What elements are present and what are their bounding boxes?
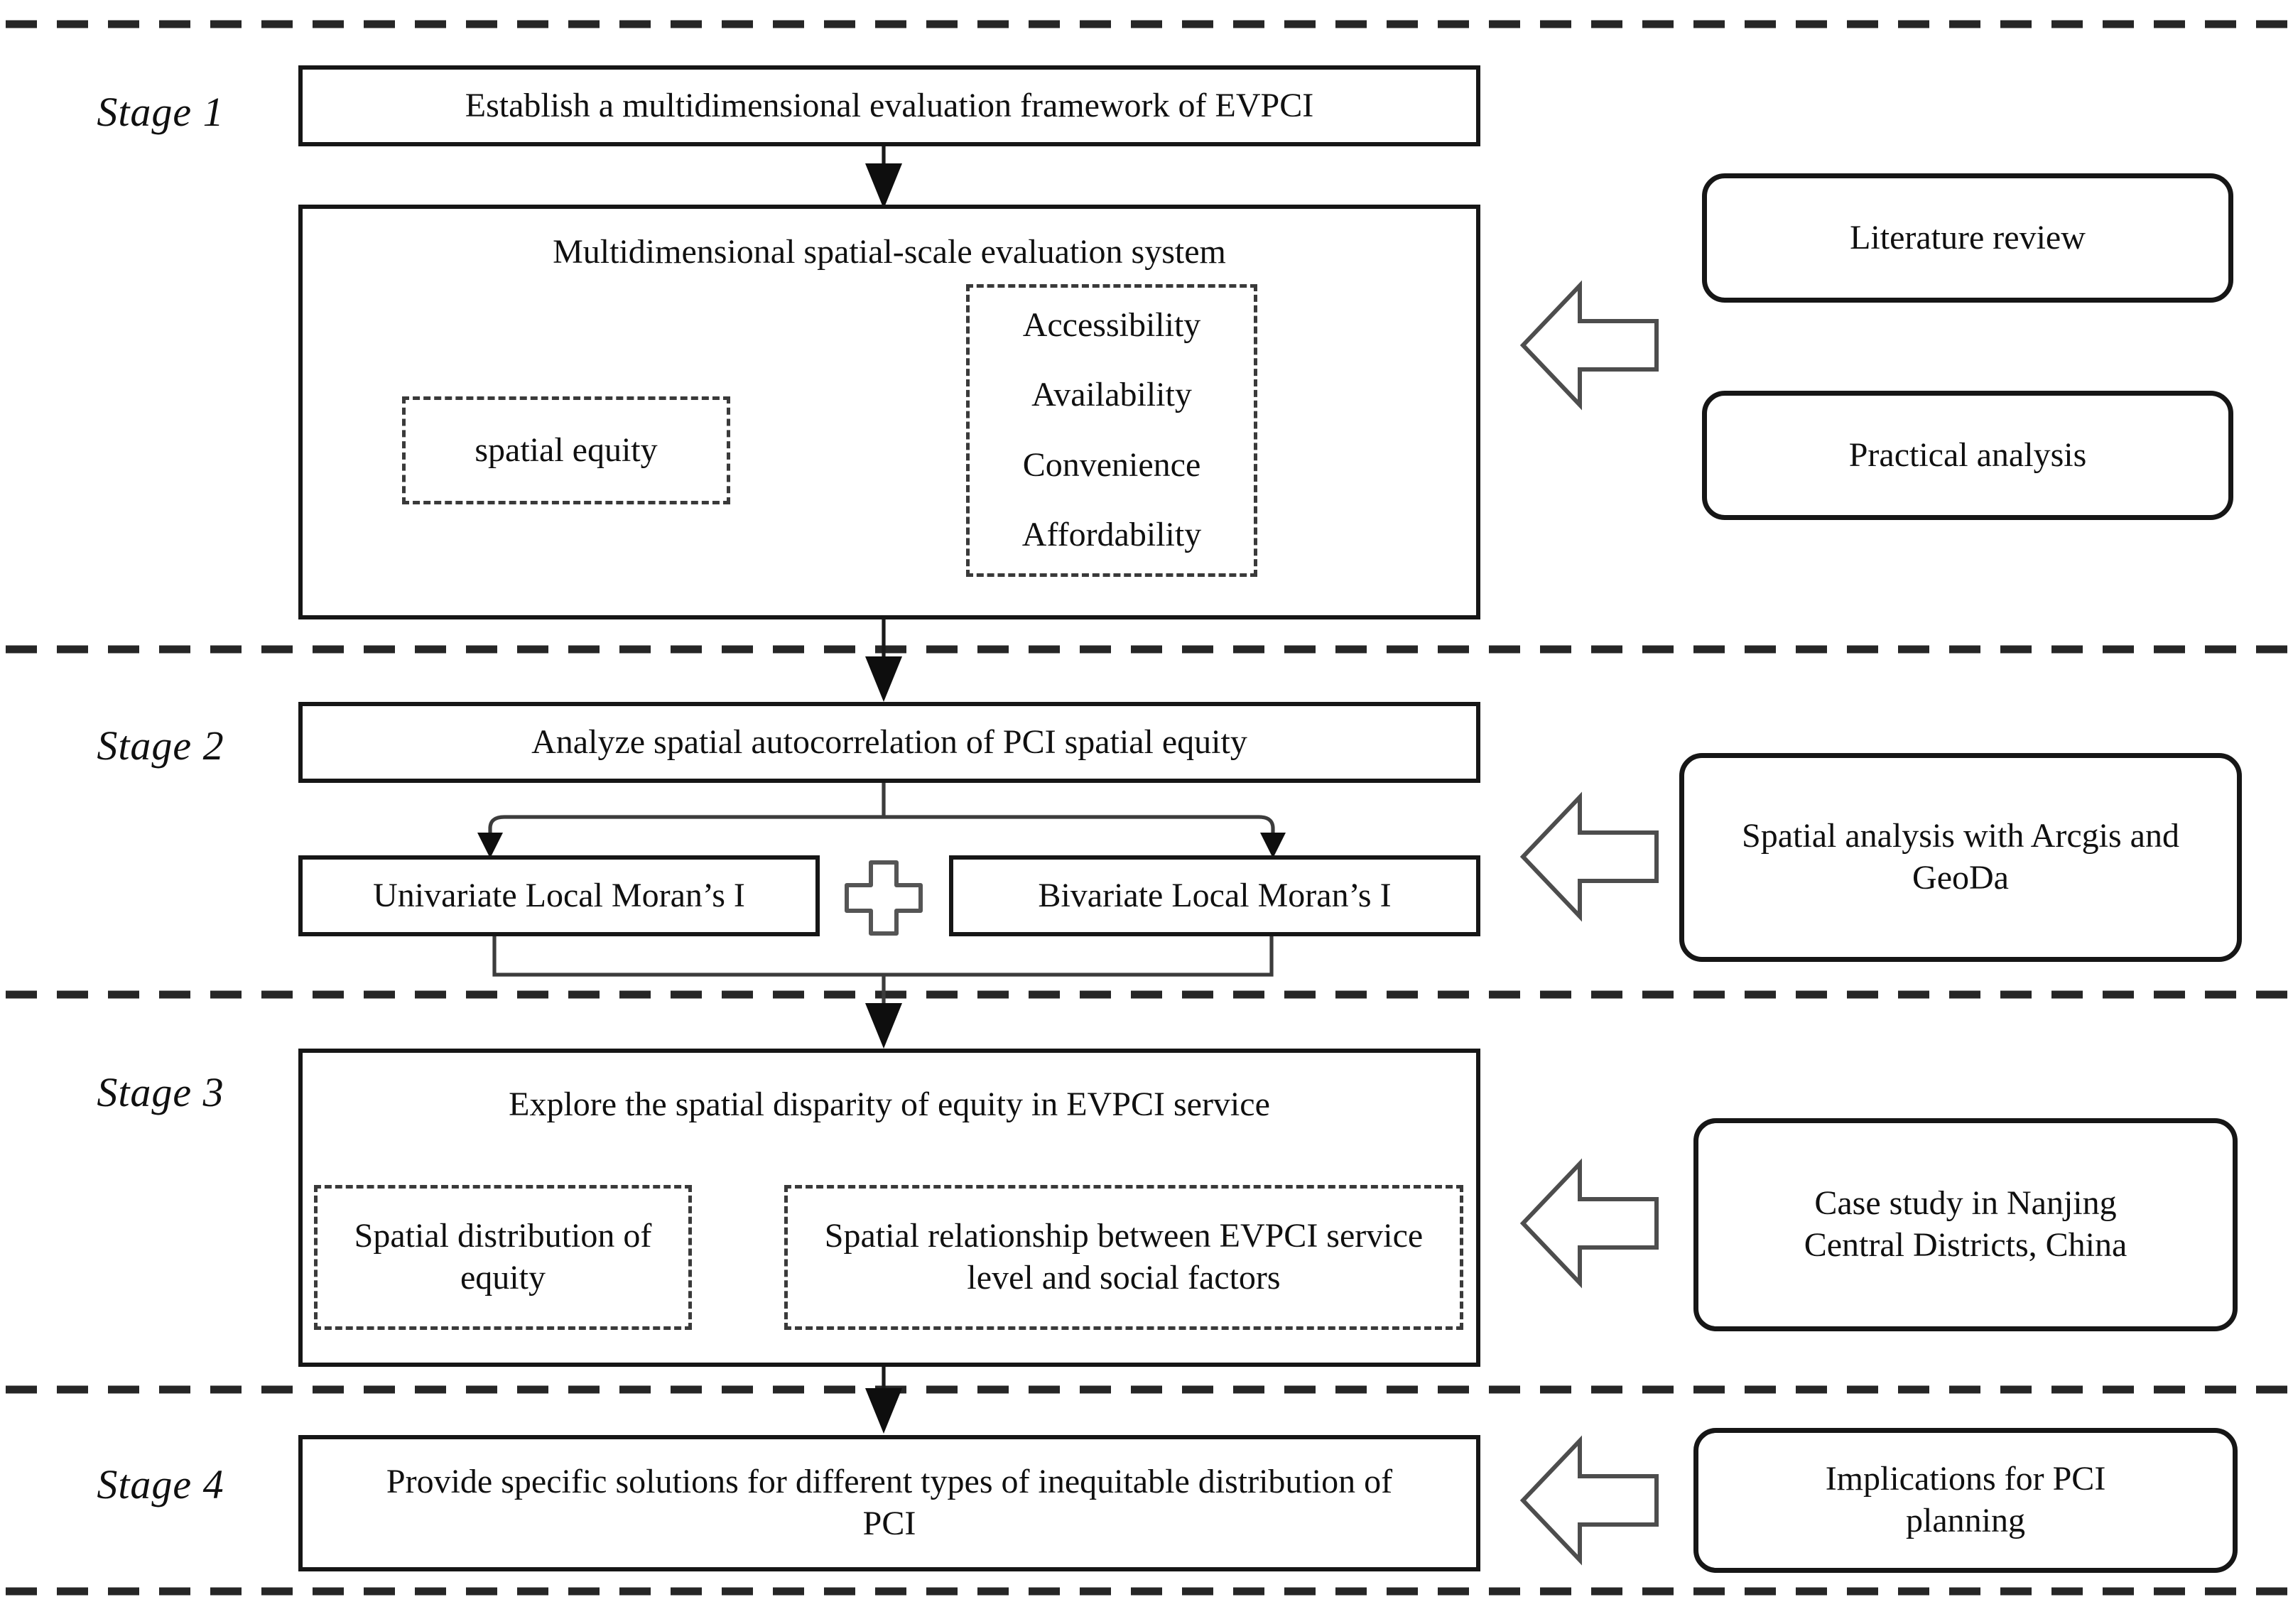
stage4-main-box: Provide specific solutions for different… [298, 1435, 1480, 1571]
stage1-framework-text: Establish a multidimensional evaluation … [465, 86, 1314, 124]
dimension-item: Availability [1031, 376, 1192, 414]
case-study-note: Case study in Nanjing Central Districts,… [1693, 1118, 2238, 1331]
bivariate-moran-text: Bivariate Local Moran’s I [1038, 876, 1392, 914]
spatial-analysis-tools-text: Spatial analysis with Arcgis and GeoDa [1742, 817, 2179, 897]
spatial-relationship-text: Spatial relationship between EVPCI servi… [824, 1217, 1424, 1297]
stage3-to-stage4-arrow [865, 1367, 902, 1434]
stage3-main-text: Explore the spatial disparity of equity … [509, 1086, 1270, 1123]
dimension-item: Convenience [1022, 445, 1201, 484]
stage2-main-text: Analyze spatial autocorrelation of PCI s… [531, 722, 1247, 761]
bivariate-moran-box: Bivariate Local Moran’s I [949, 855, 1480, 936]
stage2-split-connector [477, 783, 1286, 858]
spatial-relationship-box: Spatial relationship between EVPCI servi… [784, 1185, 1463, 1330]
stage4-main-text: Provide specific solutions for different… [386, 1463, 1393, 1542]
stage1-framework-box: Establish a multidimensional evaluation … [298, 65, 1480, 146]
stage1-system-box: Multidimensional spatial-scale evaluatio… [298, 205, 1480, 619]
stage2-label: Stage 2 [97, 722, 224, 769]
stage3-label: Stage 3 [97, 1069, 224, 1115]
dimension-item: Affordability [1021, 516, 1202, 554]
down-arrowhead-icon [865, 1003, 902, 1049]
plus-connector-icon [845, 860, 923, 936]
univariate-moran-text: Univariate Local Moran’s I [373, 876, 745, 914]
practical-analysis-note: Practical analysis [1702, 391, 2233, 520]
spatial-analysis-tools-note: Spatial analysis with Arcgis and GeoDa [1679, 753, 2242, 962]
stage2-merge-connector [492, 936, 1274, 1049]
implications-text: Implications for PCI planning [1825, 1460, 2106, 1539]
spatial-equity-text: spatial equity [475, 431, 658, 469]
left-arrow-icon [1519, 280, 1659, 1566]
spatial-distribution-box: Spatial distribution of equity [314, 1185, 692, 1330]
stage2-main-box: Analyze spatial autocorrelation of PCI s… [298, 702, 1480, 783]
literature-review-text: Literature review [1850, 218, 2086, 256]
stage4-label: Stage 4 [97, 1461, 224, 1507]
case-study-text: Case study in Nanjing Central Districts,… [1804, 1184, 2127, 1264]
down-arrowhead-icon [1260, 833, 1286, 858]
implications-note: Implications for PCI planning [1693, 1428, 2238, 1573]
stage1-label: Stage 1 [97, 89, 224, 135]
practical-analysis-text: Practical analysis [1848, 435, 2087, 474]
stage1-system-title: Multidimensional spatial-scale evaluatio… [553, 233, 1226, 271]
equity-dimensions-box: Accessibility Availability Convenience A… [966, 284, 1257, 577]
spatial-distribution-text: Spatial distribution of equity [354, 1217, 652, 1297]
dimension-item: Accessibility [1022, 305, 1201, 344]
spatial-equity-box: spatial equity [402, 396, 730, 504]
literature-review-note: Literature review [1702, 173, 2233, 303]
down-arrowhead-icon [477, 833, 503, 858]
univariate-moran-box: Univariate Local Moran’s I [298, 855, 820, 936]
